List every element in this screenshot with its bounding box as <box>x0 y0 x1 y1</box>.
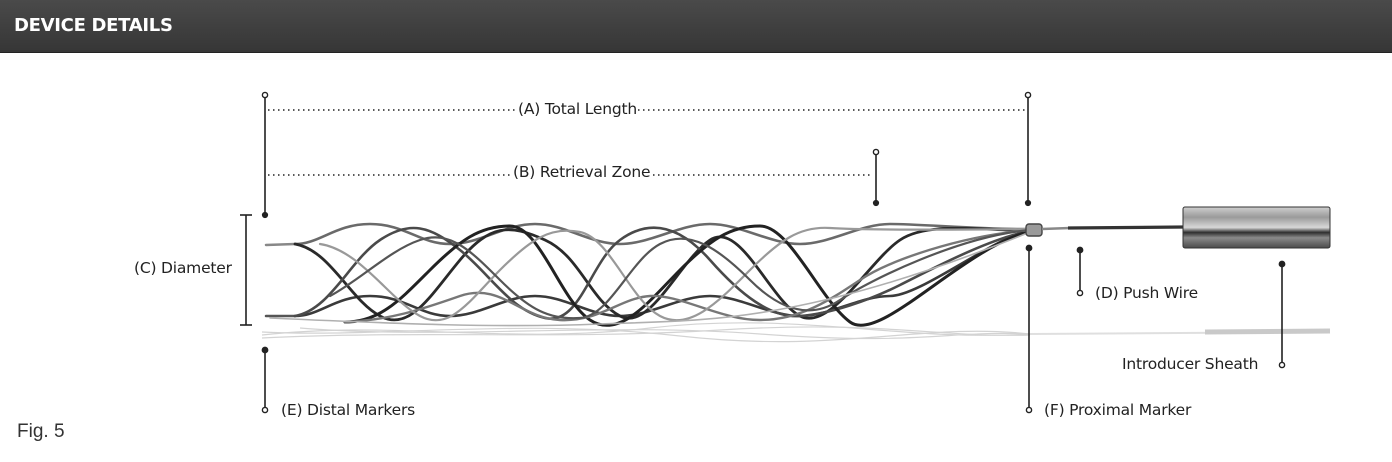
retrieval-zone-label: (B) Retrieval Zone <box>512 163 652 181</box>
diameter-label: (C) Diameter <box>133 259 233 277</box>
stent-mesh <box>264 222 1032 327</box>
push-wire-assembly <box>1025 206 1331 249</box>
leader-lines <box>261 244 1286 414</box>
diameter-dimension <box>240 214 252 326</box>
total-length-dimension <box>261 91 1032 219</box>
distal-markers-label: (E) Distal Markers <box>280 401 416 419</box>
figure-caption: Fig. 5 <box>17 421 65 442</box>
device-shadow <box>261 322 1331 343</box>
proximal-marker-label: (F) Proximal Marker <box>1043 401 1193 419</box>
push-wire-label: (D) Push Wire <box>1094 284 1199 302</box>
section-title: DEVICE DETAILS <box>14 15 173 36</box>
device-diagram <box>240 91 1331 414</box>
section-header: DEVICE DETAILS <box>0 0 1392 53</box>
total-length-label: (A) Total Length <box>517 100 639 118</box>
retrieval-zone-dimension <box>268 148 880 207</box>
introducer-sheath-label: Introducer Sheath <box>1121 355 1260 373</box>
